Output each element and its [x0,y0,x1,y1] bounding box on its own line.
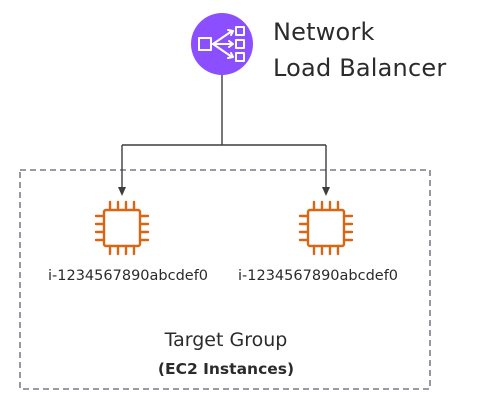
ec2-instance-chip-icon [94,200,150,256]
load-balancer-label-line2: Load Balancer [273,54,447,82]
ec2-instance-chip-icon [298,200,354,256]
connector-lines [118,70,330,196]
instance-2-label: i-1234567890abcdef0 [238,268,399,284]
instance-1-label: i-1234567890abcdef0 [48,268,209,284]
target-group-subtitle: (EC2 Instances) [157,360,295,378]
load-balancer-label: Network Load Balancer [273,14,446,86]
network-load-balancer-icon [191,13,253,75]
load-balancer-label-line1: Network [273,18,375,46]
target-group-title: Target Group [164,329,288,351]
target-group-boundary [19,169,431,390]
